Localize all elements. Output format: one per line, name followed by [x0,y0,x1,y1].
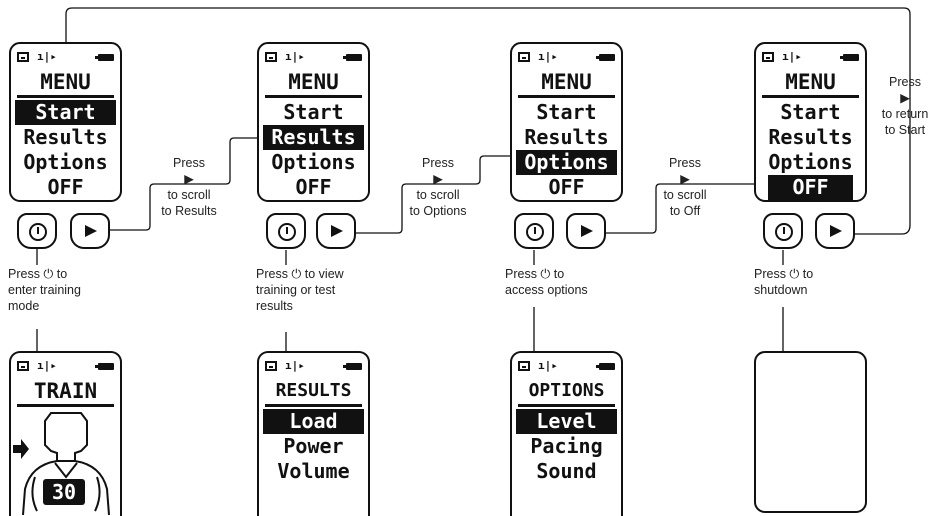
menu-device-off: ı|▸ MENU Start Results Options OFF [754,42,867,202]
options-item-sound: Sound [536,459,597,483]
sound-icon: ı|▸ [285,50,305,63]
menu-item-off: OFF [47,175,84,199]
mode-icon [762,52,774,62]
menu-item-off: OFF [768,175,853,200]
battery-icon [95,54,114,61]
battery-icon [840,54,859,61]
shutdown-device [754,351,867,513]
battery-icon [95,363,114,370]
menu-item-off: OFF [548,175,585,199]
battery-icon [343,363,362,370]
mode-icon [17,361,29,371]
breath-counter: 30 [43,479,85,505]
menu-item-options: Options [271,150,356,174]
options-title: OPTIONS [518,378,615,407]
mode-icon [265,361,277,371]
status-bar: ı|▸ [265,359,362,373]
power-icon [29,223,47,241]
menu-item-options: Options [516,150,617,175]
play-button[interactable] [70,213,110,249]
status-bar: ı|▸ [17,359,114,373]
power-button[interactable] [266,213,306,249]
battery-icon [343,54,362,61]
menu-title: MENU [762,69,859,98]
power-icon [526,223,544,241]
results-device: ı|▸ RESULTS Load Power Volume [257,351,370,516]
options-device: ı|▸ OPTIONS Level Pacing Sound [510,351,623,516]
options-item-pacing: Pacing [530,434,603,458]
scroll-to-off-label: Press ▶ to scroll to Off [663,156,707,218]
sound-icon: ı|▸ [37,50,57,63]
menu-title: MENU [17,69,114,98]
battery-icon [596,363,615,370]
play-icon [830,225,842,237]
play-icon [581,225,593,237]
scroll-to-options-label: Press ▶ to scroll to Options [409,156,467,218]
menu-item-results: Results [768,125,853,149]
play-button[interactable] [566,213,606,249]
play-icon [85,225,97,237]
results-item-power: Power [283,434,344,458]
results-item-volume: Volume [277,459,350,483]
menu-item-options: Options [23,150,108,174]
play-button[interactable] [316,213,356,249]
person-torso-icon [13,412,110,515]
menu-title: MENU [265,69,362,98]
menu-item-start: Start [283,100,344,124]
train-title: TRAIN [17,378,114,407]
mode-icon [265,52,277,62]
status-bar: ı|▸ [518,359,615,373]
power-button[interactable] [514,213,554,249]
power-icon [278,223,296,241]
battery-icon [596,54,615,61]
menu-item-start: Start [780,100,841,124]
sound-icon: ı|▸ [538,359,558,372]
menu-device-options: ı|▸ MENU Start Results Options OFF [510,42,623,202]
menu-item-start: Start [536,100,597,124]
menu-title: MENU [518,69,615,98]
power-icon [775,223,793,241]
menu-device-start: ı|▸ MENU Start Results Options OFF [9,42,122,202]
train-device: ı|▸ TRAIN 30 [9,351,122,516]
play-button[interactable] [815,213,855,249]
mode-icon [518,52,530,62]
menu-item-results: Results [524,125,609,149]
play-icon [331,225,343,237]
sound-icon: ı|▸ [37,359,57,372]
status-bar: ı|▸ [17,50,114,64]
menu-item-start: Start [15,100,116,125]
shutdown-label: Press ⏻ to shutdown [754,267,814,297]
sound-icon: ı|▸ [285,359,305,372]
power-button[interactable] [17,213,57,249]
scroll-to-results-label: Press ▶ to scroll to Results [161,156,217,218]
mode-icon [518,361,530,371]
return-to-start-label: Press ▶ to return to Start [881,75,929,137]
sound-icon: ı|▸ [782,50,802,63]
status-bar: ı|▸ [762,50,859,64]
mode-icon [17,52,29,62]
power-button[interactable] [763,213,803,249]
results-title: RESULTS [265,378,362,407]
access-options-label: Press ⏻ to access options [505,267,588,297]
status-bar: ı|▸ [265,50,362,64]
menu-item-results: Results [263,125,364,150]
options-item-level: Level [516,409,617,434]
view-results-label: Press ⏻ to view training or test results [256,267,344,313]
sound-icon: ı|▸ [538,50,558,63]
results-item-load: Load [263,409,364,434]
menu-device-results: ı|▸ MENU Start Results Options OFF [257,42,370,202]
menu-item-off: OFF [295,175,332,199]
status-bar: ı|▸ [518,50,615,64]
enter-training-label: Press ⏻ to enter training mode [8,267,81,313]
menu-item-results: Results [23,125,108,149]
menu-item-options: Options [768,150,853,174]
